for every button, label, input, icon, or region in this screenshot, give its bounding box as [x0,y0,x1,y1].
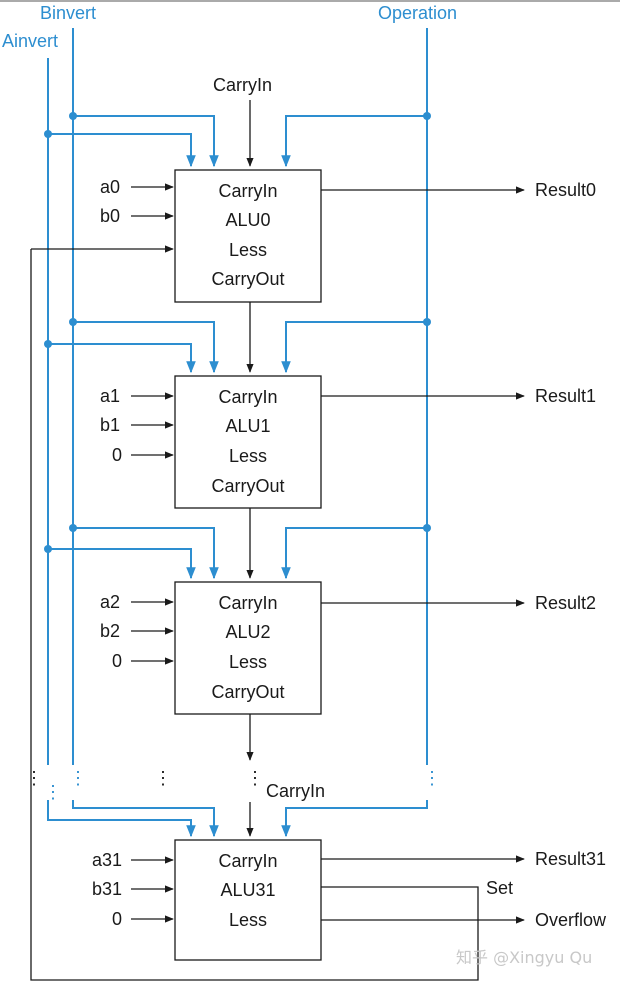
set-feedback-wire [30,249,479,981]
alu0-name: ALU0 [225,210,270,230]
alu1-name: ALU1 [225,416,270,436]
alu0-box [174,169,322,303]
alu31-name: ALU31 [220,880,275,900]
alu2-less: Less [229,652,267,672]
alu1-a-label: a1 [100,386,120,406]
carry-in-31-label: CarryIn [266,781,325,801]
ellipsis-group: ⋮ ⋮ ⋮ ⋮ ⋮ ⋮ [25,768,441,802]
alu31-b-label: b31 [92,879,122,899]
alu1-result-label: Result1 [535,386,596,406]
alu1-less: Less [229,446,267,466]
alu31-block: CarryIn ALU31 Less a31 b31 0 Result31 Ov… [92,839,607,961]
ellipsis-operation: ⋮ [423,768,441,788]
alu2-box [174,581,322,715]
alu31-box [174,839,322,961]
ellipsis-left-1: ⋮ [25,768,43,788]
alu2-b-label: b2 [100,621,120,641]
alu1-carryout: CarryOut [211,476,284,496]
alu31-a-label: a31 [92,850,122,870]
alu2-control-taps [44,524,431,580]
alu0-control-taps [44,112,431,168]
watermark: 知乎 @Xingyu Qu [456,948,592,967]
alu0-less: Less [229,240,267,260]
alu31-result-label: Result31 [535,849,606,869]
alu0-a-label: a0 [100,177,120,197]
ellipsis-ainvert: ⋮ [44,782,62,802]
alu2-a-label: a2 [100,592,120,612]
alu1-block: CarryIn ALU1 Less CarryOut a1 b1 0 Resul… [100,375,596,509]
set-label: Set [486,878,513,898]
alu31-control-taps [47,800,428,838]
alu1-carryin: CarryIn [218,387,277,407]
alu1-b-label: b1 [100,415,120,435]
alu0-result-label: Result0 [535,180,596,200]
alu31-carryin: CarryIn [218,851,277,871]
carry-in-top-label: CarryIn [213,75,272,95]
ellipsis-inputs: ⋮ [154,768,172,788]
alu2-name: ALU2 [225,622,270,642]
alu2-result-label: Result2 [535,593,596,613]
alu31-less: Less [229,910,267,930]
alu1-control-taps [44,318,431,374]
alu2-carryout: CarryOut [211,682,284,702]
operation-label: Operation [378,3,457,23]
alu0-block: CarryIn ALU0 Less CarryOut a0 b0 Result0 [100,169,596,303]
ellipsis-carry: ⋮ [246,768,264,788]
alu1-less-input: 0 [112,445,122,465]
alu0-b-label: b0 [100,206,120,226]
alu0-carryout: CarryOut [211,269,284,289]
alu0-carryin: CarryIn [218,181,277,201]
ainvert-label: Ainvert [2,31,58,51]
binvert-label: Binvert [40,3,96,23]
overflow-label: Overflow [535,910,607,930]
alu1-box [174,375,322,509]
alu2-carryin: CarryIn [218,593,277,613]
ellipsis-binvert: ⋮ [69,768,87,788]
alu31-less-input: 0 [112,909,122,929]
alu2-less-input: 0 [112,651,122,671]
alu2-block: CarryIn ALU2 Less CarryOut a2 b2 0 Resul… [100,581,596,715]
